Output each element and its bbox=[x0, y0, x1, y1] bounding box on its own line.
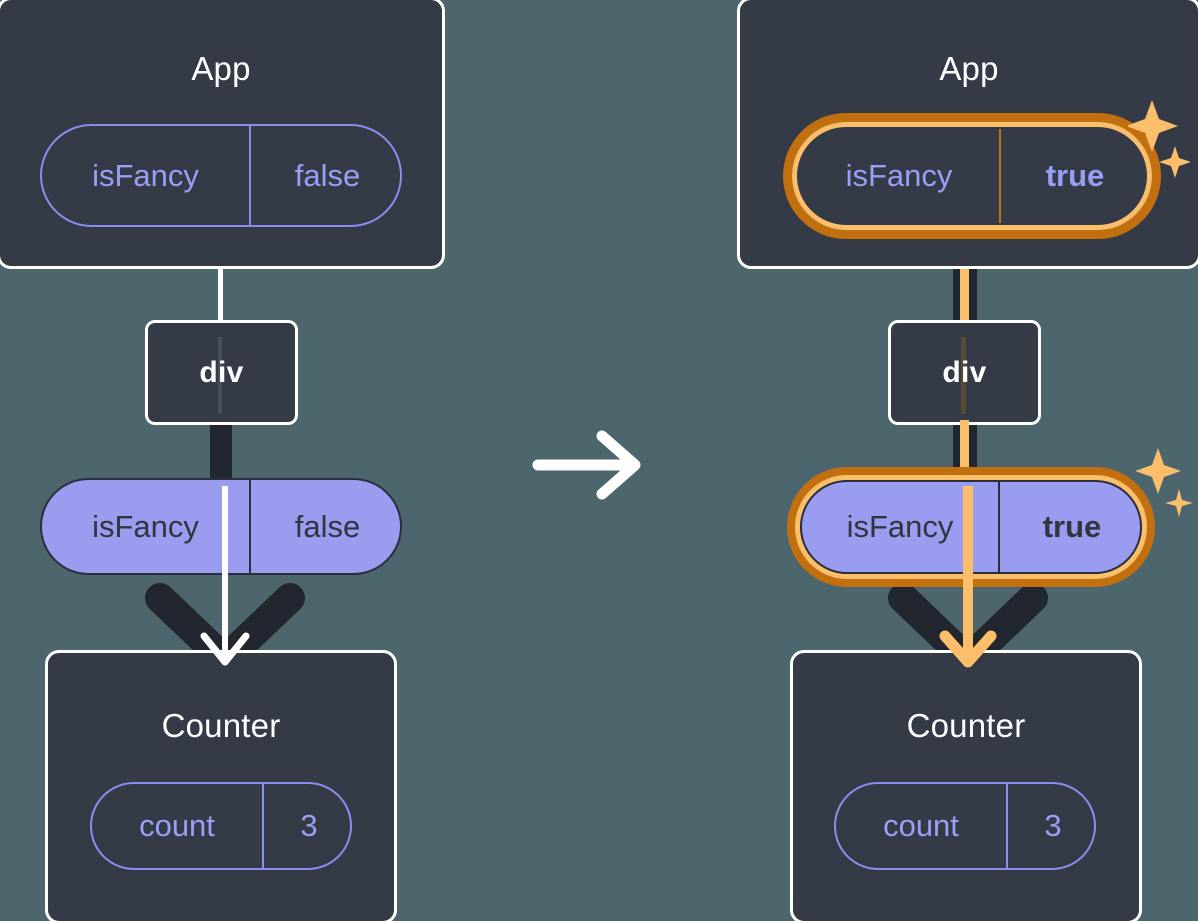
prop-pill-value-before: false bbox=[249, 480, 400, 573]
transition-arrow-icon bbox=[532, 430, 641, 500]
div-label-before: div bbox=[199, 355, 244, 389]
prop-pill-value-after: true bbox=[998, 482, 1140, 572]
app-state-pill-value-after: true bbox=[999, 129, 1145, 223]
app-title-after: App bbox=[939, 50, 999, 87]
div-internal-line-after bbox=[961, 337, 966, 414]
sparkle-icon-prop-after bbox=[1136, 448, 1193, 517]
counter-state-pill-key-before: count bbox=[139, 808, 215, 843]
counter-state-pill-key-after: count bbox=[883, 808, 959, 843]
counter-title-before: Counter bbox=[161, 707, 281, 744]
div-internal-line-before bbox=[218, 337, 222, 414]
sparkle-icon-app-after bbox=[1128, 100, 1190, 178]
div-label-after: div bbox=[942, 355, 987, 389]
prop-pill-before: isFancy false bbox=[40, 478, 402, 575]
connector-div-to-prop-before bbox=[210, 420, 232, 488]
app-state-pill-value-before: false bbox=[249, 126, 400, 225]
counter-state-pill-value-before: 3 bbox=[262, 784, 350, 868]
app-state-pill-before: isFancy false bbox=[40, 124, 402, 227]
counter-state-pill-after: count 3 bbox=[834, 782, 1096, 870]
counter-title-after: Counter bbox=[906, 707, 1026, 744]
prop-pill-key-before: isFancy bbox=[92, 508, 199, 544]
app-state-pill-after: isFancy true bbox=[797, 127, 1147, 225]
counter-state-pill-before: count 3 bbox=[90, 782, 352, 870]
app-node-after: App bbox=[737, 0, 1198, 269]
div-node-before: div bbox=[145, 320, 298, 425]
counter-state-pill-value-after: 3 bbox=[1006, 784, 1094, 868]
div-node-after: div bbox=[888, 320, 1041, 425]
prop-pill-key-after: isFancy bbox=[846, 509, 954, 544]
app-state-pill-key-after: isFancy bbox=[845, 158, 953, 193]
connector-through-div-orange-after bbox=[960, 420, 969, 488]
app-title-before: App bbox=[191, 50, 251, 87]
arrow-orange-overlay-after bbox=[939, 486, 997, 668]
arrow-white-overlay-before bbox=[200, 486, 250, 666]
connector-app-to-div-before bbox=[218, 262, 223, 324]
app-state-pill-key-before: isFancy bbox=[92, 157, 199, 193]
